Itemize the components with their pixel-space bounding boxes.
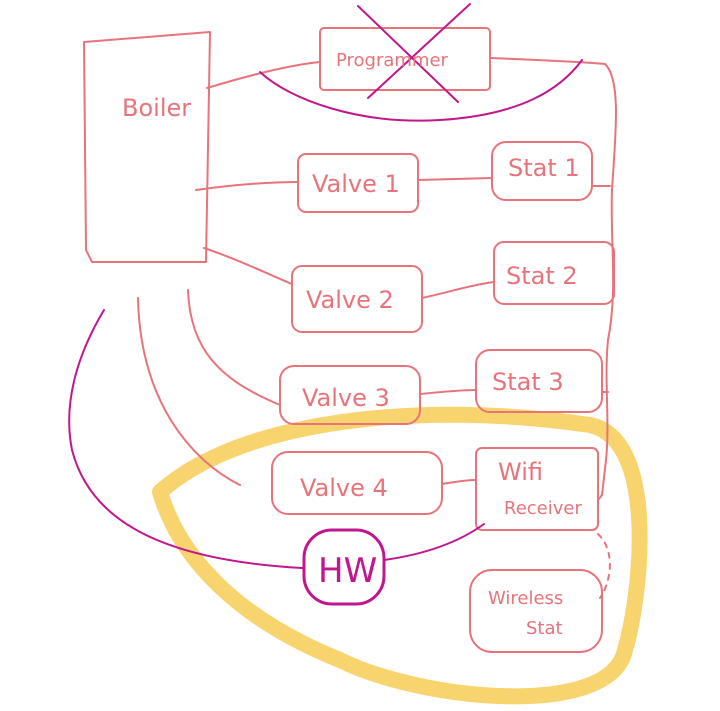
hw-box [302, 528, 386, 606]
hw-label: HW [318, 551, 377, 591]
wireless-stat-box [469, 569, 603, 653]
stat-2-label: Stat 2 [506, 262, 578, 290]
programmer-right-wire [489, 57, 606, 65]
highlight-loop [152, 406, 648, 705]
receiver-label: Receiver [504, 498, 582, 519]
valve-2-label: Valve 2 [306, 286, 394, 314]
valve3-stat3-wire [419, 389, 477, 395]
wifi-receiver-box [475, 447, 599, 531]
valve4-wifi-wire [441, 479, 477, 485]
boiler-valve1-wire [195, 181, 299, 191]
wireless-stat-label: Stat [526, 618, 563, 639]
right-bus-wire [597, 63, 617, 501]
wireless-link-dashed [597, 533, 611, 599]
boiler-valve3-wire [187, 289, 281, 406]
valve2-stat2-wire [421, 281, 495, 299]
valve-4-label: Valve 4 [300, 474, 388, 502]
boiler-label: Boiler [122, 94, 191, 122]
programmer-bypass-loop [259, 59, 583, 122]
hw-left-wire [68, 309, 303, 569]
stat-1-label: Stat 1 [508, 154, 580, 182]
stat-3-label: Stat 3 [492, 368, 564, 396]
wifi-label: Wifi [498, 458, 543, 486]
stat-1-box [491, 141, 593, 201]
hw-right-wire [383, 523, 485, 561]
valve-3-box [279, 365, 421, 425]
valve-3-label: Valve 3 [302, 384, 390, 412]
stat-3-box [475, 349, 603, 413]
programmer-label: Programmer [336, 50, 449, 71]
boiler-programmer-wire [206, 61, 321, 89]
programmer-cross-a [357, 5, 459, 103]
programmer-cross-b [367, 3, 471, 99]
valve1-stat1-wire [417, 177, 493, 181]
boiler-box [83, 31, 211, 263]
boiler-valve2-wire [203, 247, 293, 285]
valve-1-label: Valve 1 [312, 170, 400, 198]
boiler-valve4-wire [137, 297, 241, 486]
wireless-label: Wireless [488, 588, 563, 609]
